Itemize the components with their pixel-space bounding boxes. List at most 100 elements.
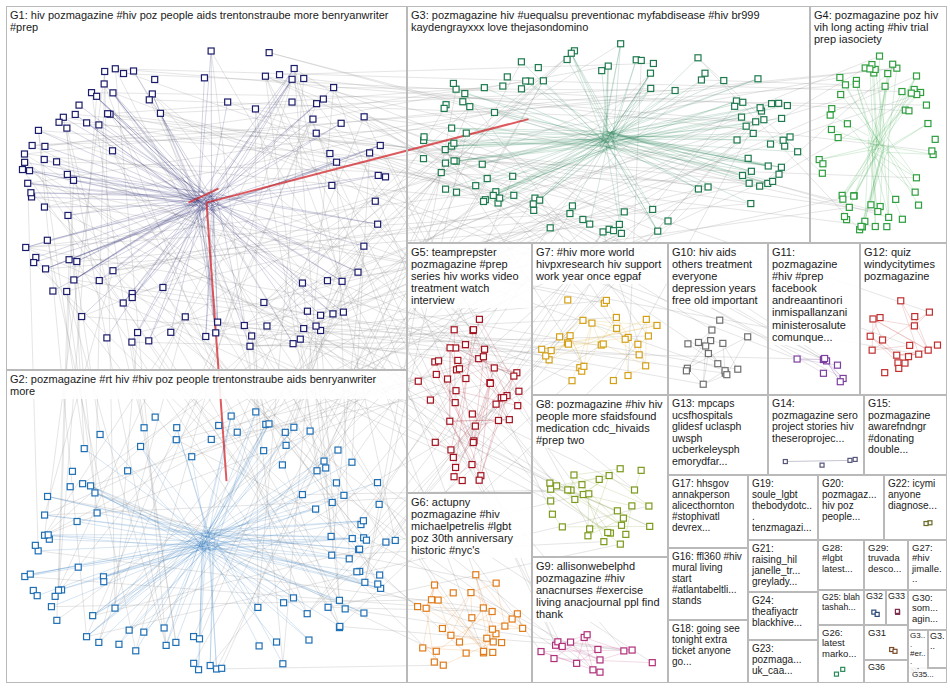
tie-line [104, 84, 307, 614]
vertex-icon [629, 503, 635, 509]
tie-line [625, 339, 628, 375]
vertex-icon [96, 278, 102, 284]
vertex-icon [432, 582, 438, 588]
tie-line [215, 208, 333, 314]
vertex-icon [453, 464, 459, 470]
vertex-icon [539, 346, 545, 352]
vertex-icon [896, 610, 900, 614]
vertex-icon [908, 90, 914, 96]
vertex-icon [297, 336, 303, 342]
tie-line [698, 58, 860, 230]
vertex-icon [868, 202, 874, 208]
vertex-icon [161, 625, 167, 631]
tie-line [31, 193, 200, 198]
vertex-icon [473, 572, 479, 578]
vertex-icon [753, 119, 759, 125]
tie-line [149, 208, 200, 340]
vertex-icon [867, 333, 873, 339]
tie-line [100, 434, 203, 546]
vertex-icon [490, 639, 496, 645]
vertex-icon [90, 613, 96, 619]
vertex-icon [334, 159, 340, 165]
vertex-icon [64, 171, 70, 177]
vertex-icon [329, 499, 335, 505]
vertex-icon [447, 418, 453, 424]
vertex-icon [623, 531, 629, 537]
vertex-icon [340, 309, 346, 315]
strong-tie [189, 189, 219, 203]
vertex-icon [110, 148, 116, 154]
vertex-icon [735, 366, 741, 372]
tie-line [24, 154, 571, 490]
vertex-icon [606, 473, 612, 479]
group-box: G1: hiv pozmagazine #hiv poz people aids… [6, 6, 407, 370]
group-box: G18: going see tonight extra ticket anyo… [668, 620, 748, 683]
tie-line [26, 192, 496, 248]
vertex-icon [362, 579, 368, 585]
vertex-icon [157, 110, 163, 116]
vertex-icon [428, 597, 434, 603]
vertex-icon [27, 168, 33, 174]
vertex-icon [173, 639, 179, 645]
vertex-icon [872, 224, 878, 230]
vertex-icon [601, 539, 607, 545]
tie-line [113, 151, 217, 211]
group-label: G15: pozmagazine awarefndngr #donating d… [865, 396, 946, 458]
group-box: G11: pozmagazine #hiv #prep facebook and… [768, 243, 860, 395]
tie-line [99, 317, 185, 643]
vertex-icon [354, 569, 360, 575]
group-box: G24: theafiyactr blackhive... [748, 592, 818, 640]
vertex-icon [27, 571, 33, 577]
tie-line [572, 323, 592, 381]
vertex-icon [318, 312, 324, 318]
tie-line [785, 460, 850, 461]
tie-line [294, 69, 712, 331]
vertex-icon [261, 448, 267, 454]
tie-line [197, 545, 381, 588]
tie-line [95, 493, 203, 544]
vertex-icon [580, 317, 586, 323]
vertex-icon [605, 529, 611, 535]
tie-line [861, 145, 885, 227]
group-label: G35... [909, 669, 946, 682]
vertex-icon [776, 100, 782, 106]
vertex-icon [584, 632, 590, 638]
tie-line [871, 92, 921, 143]
tie-line [38, 130, 725, 370]
vertex-icon [568, 639, 574, 645]
vertex-icon [439, 625, 445, 631]
vertex-icon [361, 610, 367, 616]
vertex-icon [828, 126, 834, 132]
tie-line [600, 130, 658, 231]
vertex-icon [266, 421, 272, 427]
tie-line [91, 486, 207, 550]
vertex-icon [375, 581, 381, 587]
vertex-icon [696, 339, 702, 345]
tie-line [423, 648, 484, 651]
vertex-icon [886, 214, 892, 220]
vertex-icon [427, 397, 433, 403]
tie-line [132, 199, 211, 298]
vertex-icon [568, 50, 574, 56]
tie-line [465, 345, 501, 398]
tie-line [47, 204, 198, 241]
vertex-icon [290, 595, 296, 601]
vertex-icon [820, 463, 824, 467]
tie-line [571, 53, 614, 130]
tie-line [473, 330, 509, 420]
vertex-icon [377, 142, 383, 148]
tie-line [449, 348, 450, 421]
vertex-icon [540, 78, 546, 84]
tie-line [207, 145, 380, 209]
tie-line [214, 153, 370, 205]
tie-line [476, 146, 618, 185]
tie-line [171, 205, 202, 333]
tie-line [36, 257, 294, 597]
vertex-icon [247, 343, 253, 349]
vertex-icon [820, 161, 826, 167]
vertex-icon [191, 634, 197, 640]
tie-line [205, 195, 378, 224]
vertex-icon [392, 537, 398, 543]
vertex-icon [636, 352, 642, 358]
vertex-icon [262, 73, 268, 79]
